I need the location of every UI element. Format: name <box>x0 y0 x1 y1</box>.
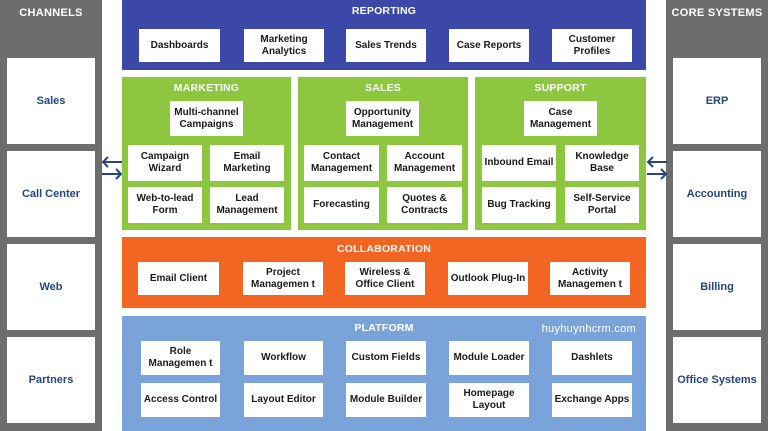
sales-item-contact-management: Contact Management <box>304 145 379 181</box>
sales-item-quotes-contracts: Quotes & Contracts <box>387 187 462 223</box>
reporting-item-case-reports: Case Reports <box>449 29 529 62</box>
marketing-item-email-marketing: Email Marketing <box>210 145 284 181</box>
platform-item-exchange-apps: Exchange Apps <box>552 383 632 417</box>
support-panel: SUPPORT Case Management Inbound Email Kn… <box>475 77 646 230</box>
support-item-knowledge-base: Knowledge Base <box>565 145 639 181</box>
reporting-item-sales-trends: Sales Trends <box>346 29 426 62</box>
reporting-item-marketing-analytics: Marketing Analytics <box>244 29 324 62</box>
sales-item-opportunity-management: Opportunity Management <box>346 101 419 136</box>
collaboration-item-activity-management: Activity Managemen t <box>550 262 630 295</box>
sales-item-account-management: Account Management <box>387 145 462 181</box>
platform-item-layout-editor: Layout Editor <box>244 383 323 417</box>
collaboration-item-email-client: Email Client <box>138 262 219 295</box>
marketing-panel: MARKETING Multi-channel Campaigns Campai… <box>122 77 291 230</box>
collaboration-panel: COLLABORATION Email Client Project Manag… <box>122 237 646 308</box>
collaboration-title: COLLABORATION <box>337 243 431 255</box>
core-systems-title: CORE SYSTEMS <box>671 7 763 19</box>
channel-sales: Sales <box>7 58 95 144</box>
platform-item-dashlets: Dashlets <box>552 341 632 375</box>
platform-item-module-builder: Module Builder <box>346 383 426 417</box>
channels-column: CHANNELS Sales Call Center Web Partners <box>0 0 102 431</box>
core-systems-column: CORE SYSTEMS ERP Accounting Billing Offi… <box>666 0 768 431</box>
marketing-item-multi-channel-campaigns: Multi-channel Campaigns <box>170 101 243 136</box>
core-accounting: Accounting <box>673 151 761 237</box>
left-right-arrow-icon <box>101 156 123 180</box>
core-billing: Billing <box>673 244 761 330</box>
platform-item-workflow: Workflow <box>244 341 323 375</box>
platform-panel: PLATFORM huyhuynhcrm.com Role Managemen … <box>122 316 646 431</box>
reporting-panel: REPORTING Dashboards Marketing Analytics… <box>122 0 646 70</box>
channel-web: Web <box>7 244 95 330</box>
platform-item-role-management: Role Managemen t <box>141 341 220 375</box>
reporting-title: REPORTING <box>351 5 417 17</box>
reporting-item-dashboards: Dashboards <box>139 29 220 62</box>
core-erp: ERP <box>673 58 761 144</box>
platform-item-access-control: Access Control <box>141 383 220 417</box>
channels-title: CHANNELS <box>19 7 83 19</box>
collaboration-item-project-management: Project Managemen t <box>243 262 323 295</box>
collaboration-item-wireless-office-client: Wireless & Office Client <box>345 262 425 295</box>
sales-item-forecasting: Forecasting <box>304 187 379 223</box>
reporting-item-customer-profiles: Customer Profiles <box>552 29 632 62</box>
collaboration-item-outlook-plug-in: Outlook Plug-In <box>448 262 528 295</box>
left-right-arrow-icon <box>646 156 668 180</box>
support-item-case-management: Case Management <box>524 101 597 136</box>
support-item-self-service-portal: Self-Service Portal <box>565 187 639 223</box>
support-title: SUPPORT <box>534 82 587 94</box>
platform-item-homepage-layout: Homepage Layout <box>449 383 529 417</box>
support-item-inbound-email: Inbound Email <box>482 145 556 181</box>
core-office-systems: Office Systems <box>673 337 761 423</box>
watermark: huyhuynhcrm.com <box>541 323 636 335</box>
sales-title: SALES <box>364 82 401 94</box>
platform-item-custom-fields: Custom Fields <box>346 341 426 375</box>
platform-item-module-loader: Module Loader <box>449 341 529 375</box>
platform-title: PLATFORM <box>354 322 414 334</box>
marketing-item-lead-management: Lead Management <box>210 187 284 223</box>
marketing-item-web-to-lead-form: Web-to-lead Form <box>128 187 202 223</box>
sales-panel: SALES Opportunity Management Contact Man… <box>298 77 468 230</box>
channel-call-center: Call Center <box>7 151 95 237</box>
channel-partners: Partners <box>7 337 95 423</box>
support-item-bug-tracking: Bug Tracking <box>482 187 556 223</box>
marketing-title: MARKETING <box>173 82 240 94</box>
marketing-item-campaign-wizard: Campaign Wizard <box>128 145 202 181</box>
